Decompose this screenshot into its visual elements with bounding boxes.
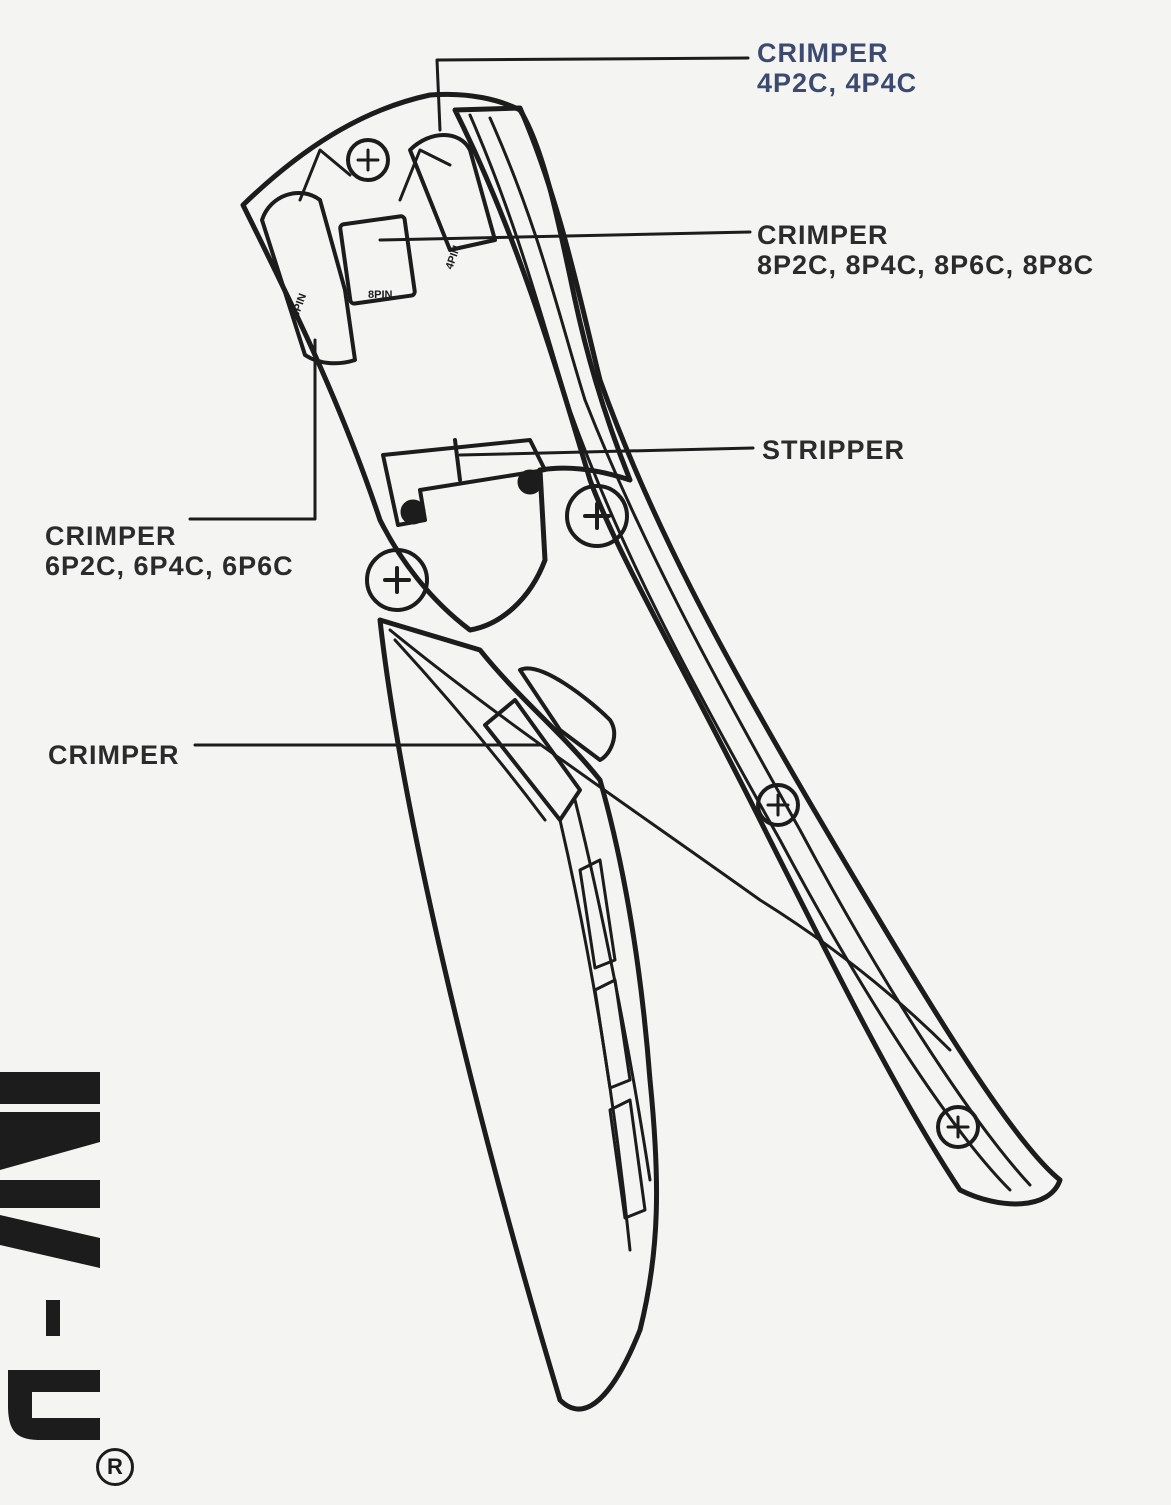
die-mark-6pin: 6PIN <box>290 292 310 319</box>
callout-crimper-8pin: CRIMPER 8P2C, 8P4C, 8P6C, 8P8C <box>757 220 1094 280</box>
brand-logo <box>0 1072 100 1440</box>
registered-mark: R <box>96 1448 134 1486</box>
leader-stripper <box>458 446 755 457</box>
leader-6p <box>188 338 317 521</box>
callout-crimper-lower-title: CRIMPER <box>48 740 180 770</box>
die-8pin <box>338 214 417 306</box>
fixed-handle <box>452 105 1063 1207</box>
callout-stripper: STRIPPER <box>762 435 905 465</box>
callout-crimper-6pin-types: 6P2C, 6P4C, 6P6C <box>45 551 294 581</box>
tool-head <box>240 91 633 633</box>
die-mark-8pin: 8PIN <box>368 289 393 301</box>
callout-crimper-4pin-types: 4P2C, 4P4C <box>757 68 918 98</box>
head-screw <box>346 138 390 182</box>
leader-8p <box>378 230 752 242</box>
movable-handle <box>377 617 660 1412</box>
callout-crimper-6pin: CRIMPER 6P2C, 6P4C, 6P6C <box>45 521 294 581</box>
callout-crimper-8pin-types: 8P2C, 8P4C, 8P6C, 8P8C <box>757 250 1095 280</box>
die-4pin <box>408 133 497 252</box>
stripper-block <box>381 438 547 527</box>
callout-crimper-4pin-title: CRIMPER <box>757 38 889 68</box>
pivot-screw-right <box>565 484 629 548</box>
handle-screw-2 <box>936 1105 980 1149</box>
lower-crimper-block <box>483 698 582 822</box>
callout-crimper-4pin: CRIMPER 4P2C, 4P4C <box>757 38 917 98</box>
die-mark-4pin: 4PIN <box>444 244 464 271</box>
pivot-screw-left <box>365 548 429 612</box>
callout-stripper-title: STRIPPER <box>762 435 906 465</box>
leader-top <box>435 56 750 132</box>
handle-screw-1 <box>756 783 800 827</box>
callout-crimper-lower: CRIMPER <box>48 740 180 770</box>
callout-crimper-6pin-title: CRIMPER <box>45 521 177 551</box>
callout-crimper-8pin-title: CRIMPER <box>757 220 889 250</box>
die-6pin <box>260 190 357 366</box>
